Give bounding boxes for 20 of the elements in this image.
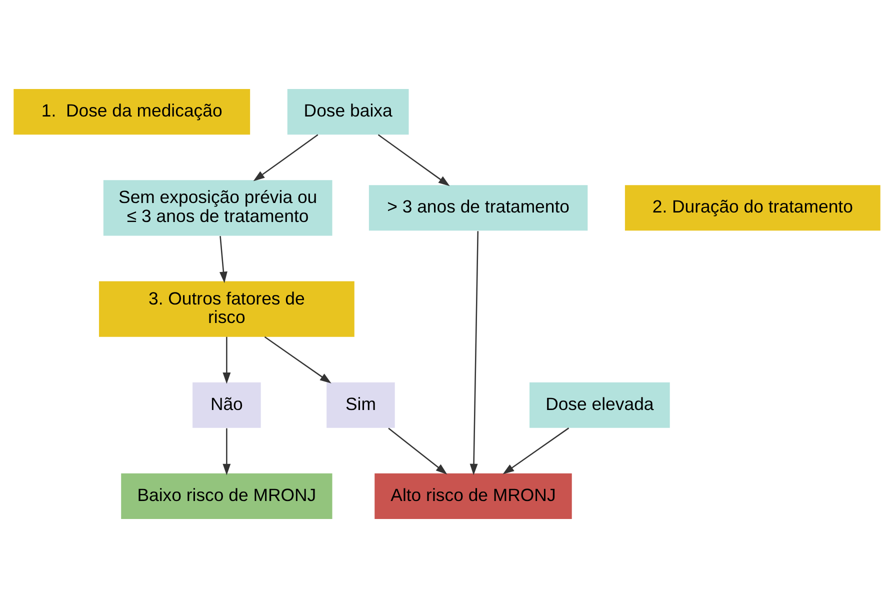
node-box: Baixo risco de MRONJ: [121, 473, 332, 519]
node-box: Não: [192, 382, 261, 428]
node-box: Sem exposição prévia ou ≤ 3 anos de tratamento: [103, 180, 332, 236]
node-box: 1. Dose da medicação: [14, 89, 250, 135]
node-box: Alto risco de MRONJ: [374, 473, 572, 519]
arrow: [222, 428, 231, 476]
arrow: [219, 236, 228, 284]
arrow: [253, 134, 318, 182]
arrow: [264, 336, 332, 384]
node-box: Dose elevada: [530, 382, 670, 428]
arrow: [378, 134, 450, 186]
arrow: [470, 231, 479, 476]
arrow: [222, 336, 231, 384]
node-box: Dose baixa: [287, 89, 409, 135]
node-box: 2. Duração do tratamento: [624, 185, 880, 231]
node-box: Sim: [326, 382, 395, 428]
arrow: [502, 428, 570, 474]
arrow: [388, 428, 448, 474]
node-box: > 3 anos de tratamento: [368, 185, 588, 231]
node-box: 3. Outros fatores de risco: [98, 281, 354, 337]
